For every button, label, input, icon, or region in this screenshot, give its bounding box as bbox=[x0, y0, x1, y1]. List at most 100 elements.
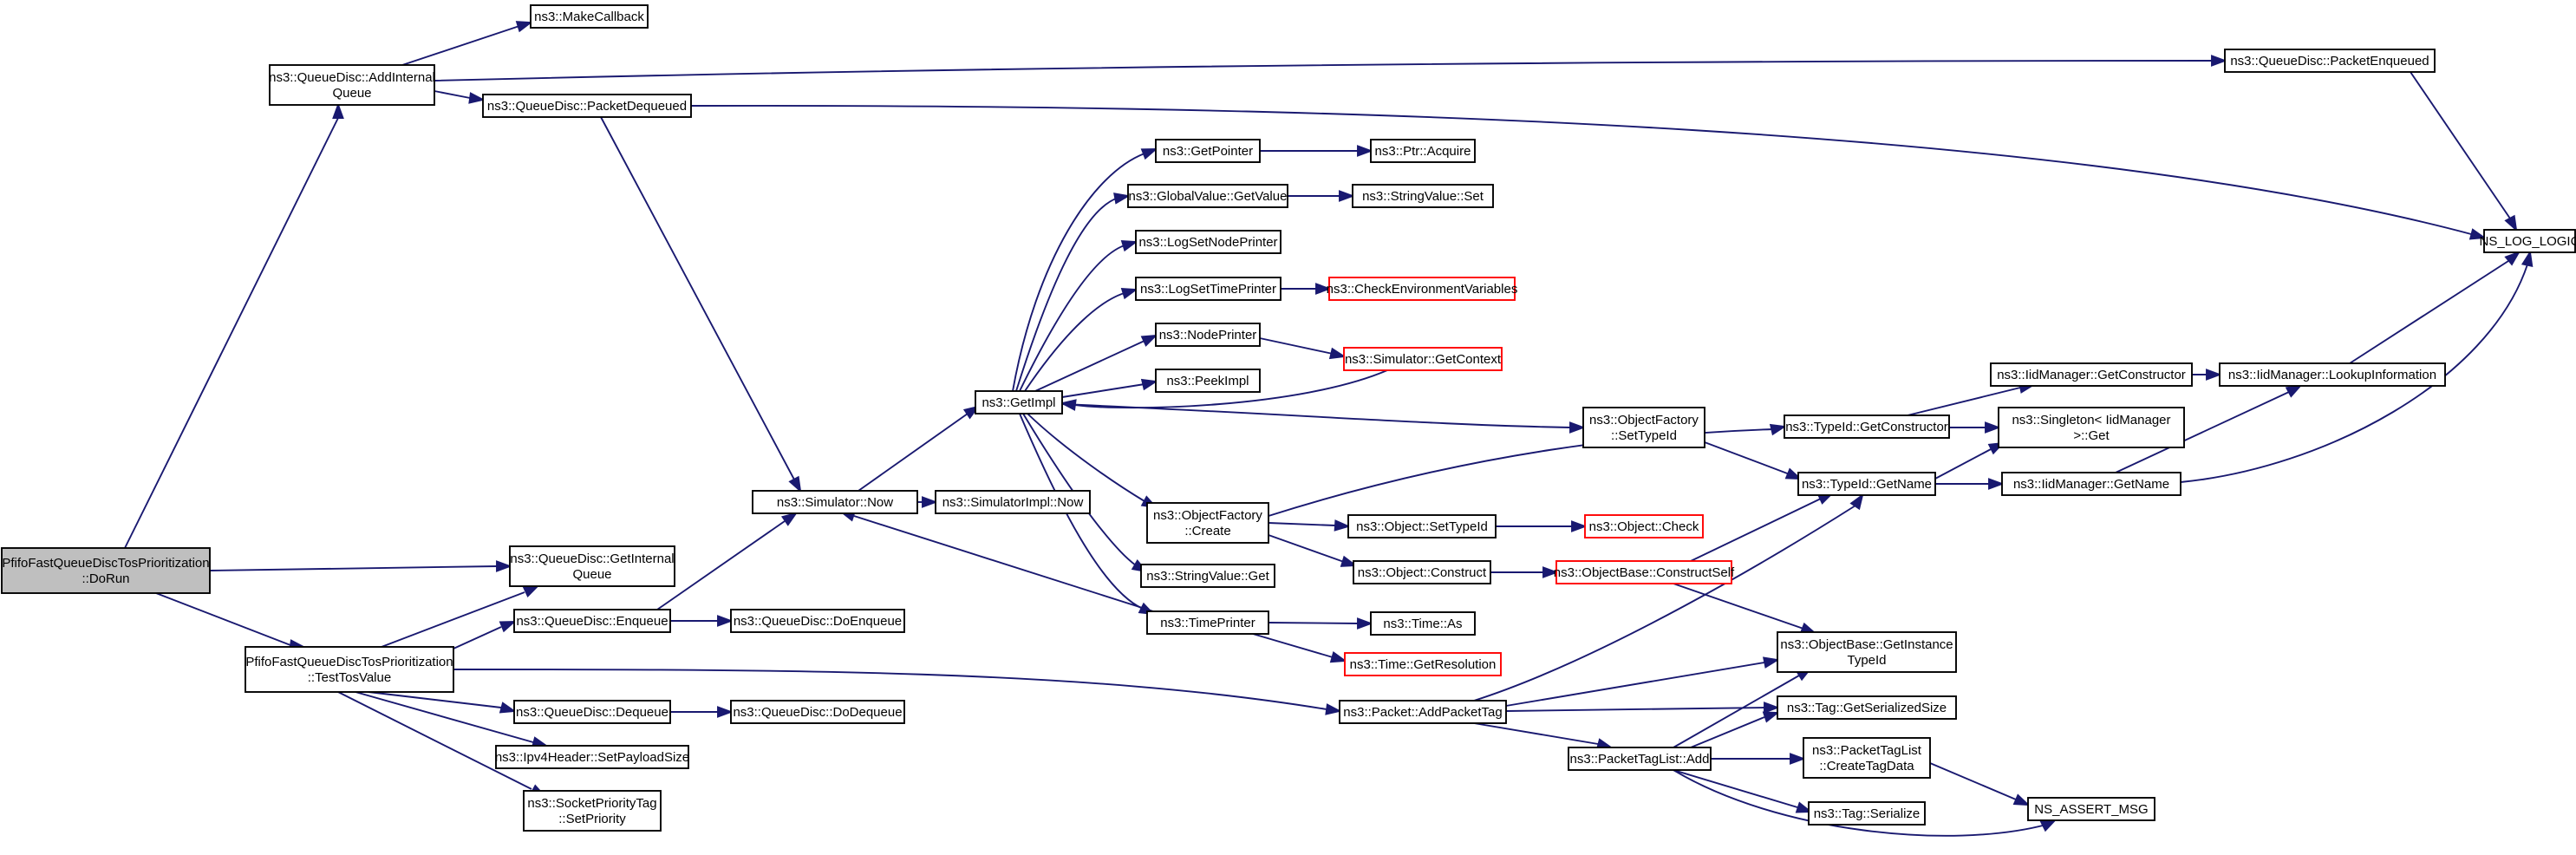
node-box bbox=[975, 390, 1063, 414]
edge-logSetTimePrinter-to-checkEnvVars bbox=[1281, 283, 1332, 295]
node-ptrAcquire[interactable]: ns3::Ptr::Acquire bbox=[1370, 139, 1476, 163]
node-tagGetSerializedSize[interactable]: ns3::Tag::GetSerializedSize bbox=[1777, 695, 1957, 720]
node-label-line: ns3::LogSetNodePrinter bbox=[1138, 235, 1277, 250]
edge-line bbox=[434, 90, 471, 99]
node-box bbox=[269, 64, 435, 106]
node-packetDequeued[interactable]: ns3::QueueDisc::PacketDequeued bbox=[482, 94, 692, 118]
node-label-line: Queue bbox=[572, 567, 611, 582]
node-box bbox=[935, 490, 1091, 514]
node-label-line: ns3::QueueDisc::PacketDequeued bbox=[487, 99, 687, 114]
node-timeAs[interactable]: ns3::Time::As bbox=[1370, 611, 1476, 636]
edge-globalGetValue-to-stringValueSet bbox=[1288, 190, 1355, 202]
node-label-line: ns3::Object::Check bbox=[1589, 519, 1699, 534]
node-stringValueGet[interactable]: ns3::StringValue::Get bbox=[1140, 564, 1275, 588]
edge-packetDequeued-to-simNow bbox=[600, 116, 802, 493]
node-globalGetValue[interactable]: ns3::GlobalValue::GetValue bbox=[1127, 184, 1288, 208]
node-checkEnvVars[interactable]: ns3::CheckEnvironmentVariables bbox=[1327, 277, 1518, 301]
node-nsAssertMsg[interactable]: NS_ASSERT_MSG bbox=[2027, 797, 2155, 821]
node-makeCallback[interactable]: ns3::MakeCallback bbox=[530, 4, 649, 29]
node-getImpl[interactable]: ns3::GetImpl bbox=[975, 390, 1063, 414]
node-testTosValue[interactable]: PfifoFastQueueDiscTosPrioritization::Tes… bbox=[245, 646, 454, 693]
node-box bbox=[1797, 472, 1936, 496]
node-objectConstruct[interactable]: ns3::Object::Construct bbox=[1353, 560, 1491, 584]
edge-line bbox=[1019, 244, 1128, 392]
node-tagSerialize[interactable]: ns3::Tag::Serialize bbox=[1808, 801, 1926, 826]
node-dequeue[interactable]: ns3::QueueDisc::Dequeue bbox=[513, 700, 671, 724]
arrowhead bbox=[2285, 384, 2303, 398]
node-objectCheck[interactable]: ns3::Object::Check bbox=[1584, 514, 1704, 538]
node-label-line: ns3::QueueDisc::PacketEnqueued bbox=[2230, 54, 2429, 69]
edge-line bbox=[853, 515, 1154, 612]
node-getPointer[interactable]: ns3::GetPointer bbox=[1155, 139, 1261, 163]
edge-simNow-to-getImpl bbox=[858, 405, 981, 492]
node-packetTagListAdd[interactable]: ns3::PacketTagList::Add bbox=[1568, 747, 1712, 771]
node-createTagData[interactable]: ns3::PacketTagList::CreateTagData bbox=[1803, 737, 1931, 779]
node-iidGetName[interactable]: ns3::IidManager::GetName bbox=[2001, 472, 2181, 496]
node-timeGetResolution[interactable]: ns3::Time::GetResolution bbox=[1344, 652, 1502, 676]
node-label-line: ns3::SimulatorImpl::Now bbox=[942, 495, 1084, 510]
edge-line bbox=[2180, 264, 2528, 483]
arrowhead bbox=[1120, 288, 1138, 300]
edge-line bbox=[1673, 769, 1798, 808]
node-label-line: PfifoFastQueueDiscTosPrioritization bbox=[2, 556, 209, 571]
node-stringValueSet[interactable]: ns3::StringValue::Set bbox=[1352, 184, 1494, 208]
node-singletonGet[interactable]: ns3::Singleton< IidManager >::Get bbox=[1998, 407, 2185, 448]
arrowhead bbox=[2012, 793, 2031, 806]
edge-line bbox=[1934, 447, 1993, 480]
node-box bbox=[1370, 139, 1476, 163]
node-objFactorySetTypeId[interactable]: ns3::ObjectFactory::SetTypeId bbox=[1582, 407, 1705, 448]
node-enqueue[interactable]: ns3::QueueDisc::Enqueue bbox=[513, 609, 671, 633]
node-packetAddPacketTag[interactable]: ns3::Packet::AddPacketTag bbox=[1339, 700, 1507, 724]
node-simNow[interactable]: ns3::Simulator::Now bbox=[752, 490, 918, 514]
node-iidLookupInformation[interactable]: ns3::IidManager::LookupInformation bbox=[2219, 362, 2446, 387]
arrowhead bbox=[496, 560, 512, 572]
node-label-line: ns3::GlobalValue::GetValue bbox=[1129, 189, 1288, 204]
arrowhead bbox=[788, 475, 802, 493]
node-label-line: ns3::IidManager::GetName bbox=[2013, 477, 2169, 492]
node-timePrinter[interactable]: ns3::TimePrinter bbox=[1146, 610, 1269, 635]
node-logSetNodePrinter[interactable]: ns3::LogSetNodePrinter bbox=[1135, 230, 1281, 254]
node-typeIdGetName[interactable]: ns3::TypeId::GetName bbox=[1797, 472, 1936, 496]
arrowhead bbox=[1795, 801, 1813, 813]
arrowhead bbox=[1113, 193, 1131, 205]
node-typeIdGetConstructor[interactable]: ns3::TypeId::GetConstructor bbox=[1784, 414, 1950, 439]
node-nsLogLogic[interactable]: NS_LOG_LOGIC bbox=[2480, 229, 2576, 253]
node-simImplNow[interactable]: ns3::SimulatorImpl::Now bbox=[935, 490, 1091, 514]
arrowhead bbox=[2504, 251, 2521, 266]
node-logSetTimePrinter[interactable]: ns3::LogSetTimePrinter bbox=[1135, 277, 1281, 301]
edge-packetTagListAdd-to-tagSerialize bbox=[1673, 769, 1813, 813]
node-nodePrinter[interactable]: ns3::NodePrinter bbox=[1155, 323, 1261, 347]
node-doEnqueue[interactable]: ns3::QueueDisc::DoEnqueue bbox=[730, 609, 905, 633]
node-box bbox=[1146, 610, 1269, 635]
edge-line bbox=[1704, 441, 1790, 475]
node-label-line: ns3::Time::GetResolution bbox=[1350, 657, 1497, 672]
node-label-line: ns3::QueueDisc::GetInternal bbox=[510, 552, 674, 566]
node-label-line: ns3::GetPointer bbox=[1163, 144, 1253, 159]
edge-addInternalQueue-to-makeCallback bbox=[401, 21, 533, 66]
edge-line bbox=[2115, 391, 2290, 473]
node-iidGetConstructor[interactable]: ns3::IidManager::GetConstructor bbox=[1990, 362, 2193, 387]
node-label-line: ns3::TimePrinter bbox=[1160, 616, 1255, 630]
node-peekImpl[interactable]: ns3::PeekImpl bbox=[1155, 369, 1261, 393]
arrowhead bbox=[1849, 493, 1864, 511]
node-objectBaseConstructSelf[interactable]: ns3::ObjectBase::ConstructSelf bbox=[1554, 560, 1735, 584]
node-objFactoryCreate[interactable]: ns3::ObjectFactory::Create bbox=[1146, 502, 1269, 544]
node-box bbox=[509, 545, 675, 587]
node-setPayloadSize[interactable]: ns3::Ipv4Header::SetPayloadSize bbox=[495, 745, 689, 769]
node-box bbox=[1998, 407, 2185, 448]
node-simGetContext[interactable]: ns3::Simulator::GetContext bbox=[1343, 347, 1503, 371]
node-packetEnqueued[interactable]: ns3::QueueDisc::PacketEnqueued bbox=[2224, 49, 2436, 73]
edge-objectSetTypeId-to-objectCheck bbox=[1496, 520, 1588, 532]
edge-root-to-testTosValue bbox=[155, 592, 306, 651]
node-setPriority[interactable]: ns3::SocketPriorityTag::SetPriority bbox=[523, 790, 662, 832]
node-root[interactable]: PfifoFastQueueDiscTosPrioritization::DoR… bbox=[1, 547, 211, 594]
node-box bbox=[1140, 564, 1275, 588]
node-doDequeue[interactable]: ns3::QueueDisc::DoDequeue bbox=[730, 700, 905, 724]
call-edges bbox=[124, 21, 2534, 837]
edge-timePrinter-to-simNow bbox=[838, 510, 1154, 612]
edge-line bbox=[1473, 505, 1856, 702]
node-objectSetTypeId[interactable]: ns3::Object::SetTypeId bbox=[1347, 514, 1497, 538]
